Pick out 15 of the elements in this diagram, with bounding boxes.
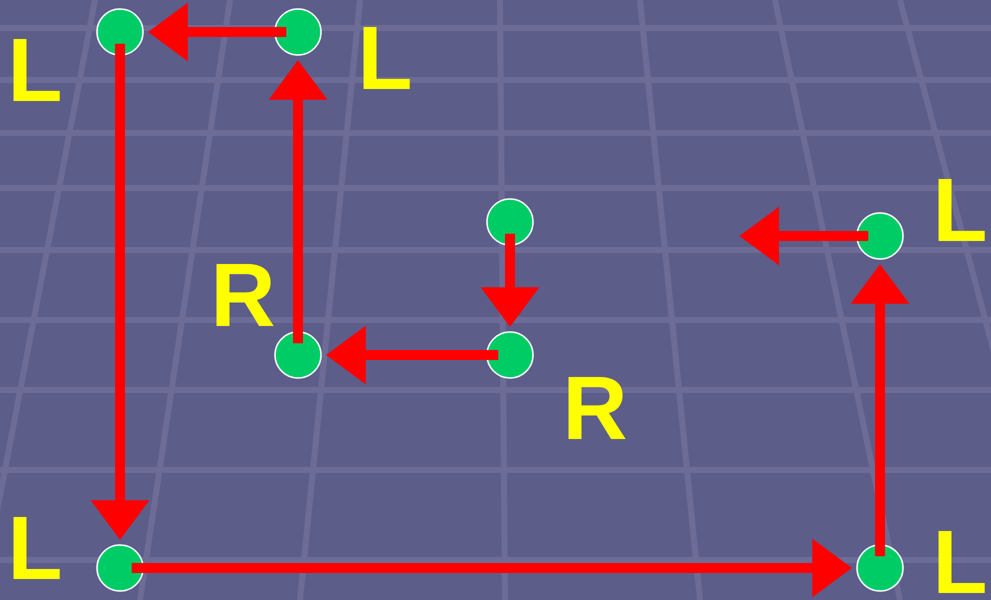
point-circle <box>486 331 534 379</box>
side-letter: L <box>14 39 60 101</box>
side-letter: R <box>216 264 274 326</box>
side-letter: L <box>14 517 60 579</box>
side-letter: L <box>938 179 985 241</box>
point-circle <box>856 544 904 592</box>
point-circle <box>274 331 322 379</box>
side-letter: L <box>364 27 410 89</box>
point-circle <box>856 212 904 260</box>
side-letter: L <box>938 531 985 593</box>
point-circle <box>486 198 534 246</box>
point-circle <box>96 544 144 592</box>
point-circle <box>96 8 144 56</box>
side-letter: R <box>568 377 626 439</box>
point-circle <box>274 8 322 56</box>
